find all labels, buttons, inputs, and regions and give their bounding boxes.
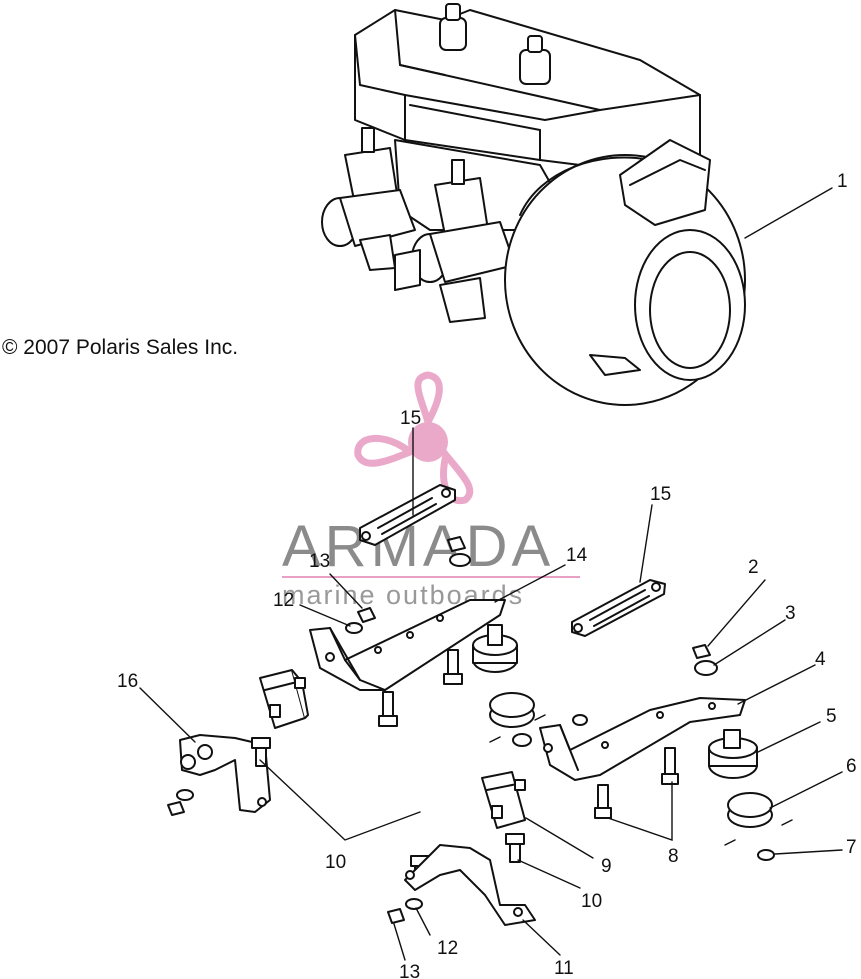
watermark: ARMADA marine outboards (282, 371, 580, 610)
part-nut-2 (692, 644, 711, 659)
part-nut-7 (757, 849, 775, 861)
callout-1: 1 (837, 171, 848, 192)
part-nut-13-upper (357, 607, 376, 623)
part-mount-block-9 (481, 771, 526, 829)
part-strap-left (359, 484, 456, 546)
part-rubber-pad-6 (727, 792, 773, 828)
part-nut-top (447, 536, 471, 567)
part-rubber-mount-upper (472, 624, 518, 673)
callout-13-upper: 13 (309, 551, 330, 572)
part-rubber-pad-upper (489, 692, 535, 728)
part-rubber-mount-5 (708, 729, 758, 779)
part-washer-12-lower (405, 898, 423, 910)
callout-15-right: 15 (650, 484, 671, 505)
callout-6: 6 (846, 756, 857, 777)
part-nut-16 (167, 789, 194, 816)
callout-12-upper: 12 (273, 590, 294, 611)
callout-10-right: 10 (581, 891, 602, 912)
watermark-brand: ARMADA (282, 514, 554, 579)
part-washer-3 (694, 660, 718, 676)
callout-3: 3 (785, 603, 796, 624)
callout-12-lower: 12 (437, 938, 458, 959)
part-nut-13-lower (387, 908, 405, 924)
part-bolt-a (378, 691, 398, 727)
callout-15-left: 15 (400, 408, 421, 429)
part-bolt-8a (594, 784, 612, 819)
part-bracket-left (309, 599, 506, 691)
part-strap-right (571, 579, 666, 637)
part-bracket-right (539, 697, 746, 781)
part-bolt-8b (661, 747, 679, 785)
engine-assembly (321, 3, 746, 406)
part-mount-block-left (259, 669, 309, 729)
callout-8: 8 (668, 846, 679, 867)
callout-13-lower: 13 (399, 962, 420, 979)
part-bolt-10b (505, 833, 525, 863)
callout-14: 14 (566, 545, 588, 566)
part-nut-right-small (512, 714, 588, 747)
callout-2: 2 (748, 557, 759, 578)
part-bolt-b (443, 649, 463, 685)
copyright-notice: © 2007 Polaris Sales Inc. (2, 336, 238, 359)
callout-numbers: 1 2 3 4 5 6 7 8 9 10 10 11 12 12 13 13 1… (117, 171, 857, 979)
part-bolt-16 (251, 737, 271, 767)
part-washer-12-upper (345, 622, 363, 634)
leader-lines (139, 187, 843, 961)
callout-10-left: 10 (325, 852, 346, 873)
callout-11: 11 (554, 958, 574, 979)
propeller-logo (354, 371, 474, 505)
callout-4: 4 (815, 649, 826, 670)
part-side-bracket-16 (179, 734, 271, 813)
callout-7: 7 (846, 837, 857, 858)
callout-9: 9 (601, 856, 612, 877)
part-lower-bracket-11 (404, 844, 536, 926)
callout-16: 16 (117, 671, 138, 692)
callout-5: 5 (826, 706, 837, 727)
